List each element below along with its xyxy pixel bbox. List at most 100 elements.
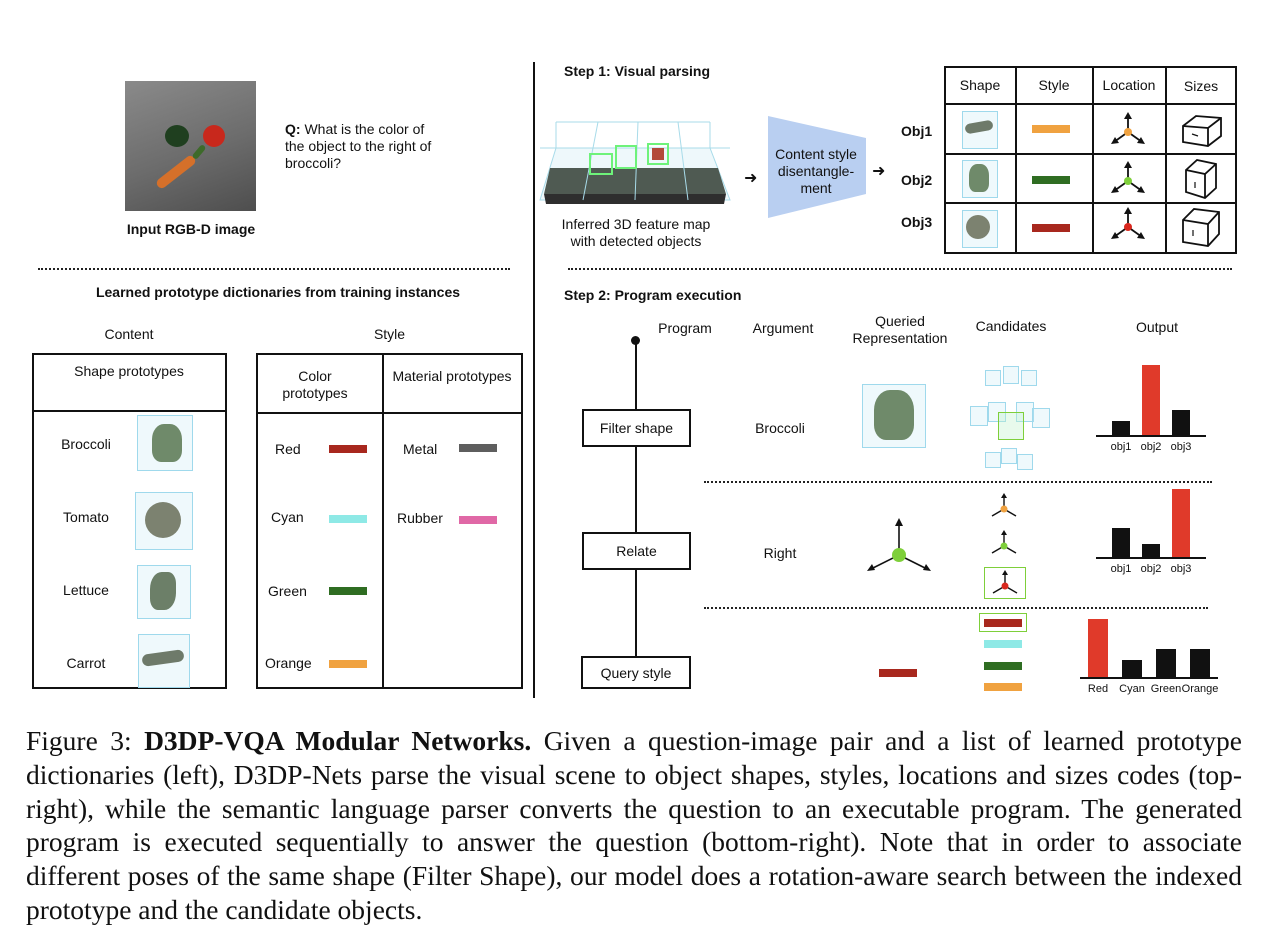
material-prototypes-header: Material prototypes	[392, 368, 512, 384]
header-style: Style	[1038, 77, 1070, 93]
chart-axis	[1096, 557, 1206, 559]
tomato-prototype-icon	[145, 502, 181, 538]
header-program: Program	[658, 320, 712, 336]
color-swatch-cyan	[329, 515, 367, 523]
step2-title: Step 2: Program execution	[564, 287, 742, 303]
obj1-location-icon	[1111, 112, 1145, 144]
panel-divider	[533, 62, 535, 698]
object-code-table	[944, 66, 1237, 254]
style-table-divider	[382, 353, 384, 689]
object-table-row2-line	[944, 202, 1237, 204]
obj2-style-swatch	[1032, 176, 1070, 184]
color-swatch-orange	[329, 660, 367, 668]
candidate-location-obj2	[991, 530, 1017, 554]
color-swatch-green	[329, 587, 367, 595]
chart-axis	[1080, 677, 1218, 679]
obj2-shape-icon	[969, 164, 989, 192]
queried-broccoli-icon	[874, 390, 914, 440]
obj3-shape-icon	[966, 215, 990, 239]
tomato-object	[203, 125, 225, 147]
color-prototypes-header: Color prototypes	[282, 368, 348, 401]
dictionaries-title: Learned prototype dictionaries from trai…	[95, 284, 461, 300]
header-queried-representation: Queried Representation	[852, 313, 948, 346]
carrot-leaves	[191, 143, 207, 161]
feature-map-caption: Inferred 3D feature map with detected ob…	[561, 216, 711, 249]
style-prototype-table	[256, 353, 523, 689]
obj1-label: Obj1	[901, 123, 933, 139]
candidate-tomato-cluster	[985, 448, 1035, 472]
shape-prototypes-header: Shape prototypes	[74, 363, 184, 379]
chart-axis	[1096, 435, 1206, 437]
obj1-size-icon	[1182, 115, 1222, 147]
bar-obj3	[1172, 489, 1190, 557]
caption-figure-title: D3DP-VQA Modular Networks.	[144, 725, 532, 756]
program-query-style: Query style	[581, 656, 691, 689]
header-candidates: Candidates	[975, 318, 1047, 334]
bar-obj1	[1112, 528, 1130, 557]
candidate-location-obj3	[992, 570, 1018, 594]
question-text: What is the color of the object to the r…	[285, 121, 432, 171]
disentangle-label: Content style disentangle- ment	[775, 146, 857, 196]
shape-name-carrot: Carrot	[66, 655, 106, 671]
feature-map-graphic	[539, 121, 731, 204]
shape-name-tomato: Tomato	[63, 509, 109, 525]
candidate-style-highlight	[979, 613, 1027, 632]
bar-label-obj3: obj3	[1170, 563, 1192, 575]
header-argument: Argument	[752, 320, 814, 336]
bar-obj2	[1142, 365, 1160, 435]
content-label: Content	[104, 326, 154, 342]
queried-relation-icon	[867, 518, 931, 571]
program-spine	[635, 343, 637, 659]
bar-obj2	[1142, 544, 1160, 557]
object-table-col2-line	[1092, 66, 1094, 254]
color-name-orange: Orange	[265, 655, 312, 671]
argument-right: Right	[763, 545, 797, 561]
bar-label-obj2: obj2	[1140, 441, 1162, 453]
style-label: Style	[373, 326, 406, 342]
caption-figure-label: Figure 3:	[26, 725, 132, 756]
bar-label-obj1: obj1	[1110, 441, 1132, 453]
bar-label-obj1: obj1	[1110, 563, 1132, 575]
obj2-size-icon	[1185, 159, 1217, 200]
bar-obj1	[1112, 421, 1130, 435]
question: Q: What is the color of the object to th…	[285, 121, 445, 172]
input-image-label: Input RGB-D image	[126, 221, 256, 237]
candidate-location-obj3-highlight	[984, 567, 1026, 599]
bar-red	[1088, 619, 1108, 677]
question-prefix: Q:	[285, 121, 301, 137]
bar-label-obj2: obj2	[1140, 563, 1162, 575]
left-separator	[38, 268, 510, 270]
obj3-size-icon	[1182, 208, 1220, 247]
bar-label-orange: Orange	[1181, 683, 1219, 695]
bar-label-red: Red	[1087, 683, 1109, 695]
object-table-col1-line	[1015, 66, 1017, 254]
arrow-to-disentangle: ➜	[744, 170, 758, 187]
color-swatch-red	[329, 445, 367, 453]
broccoli-object	[165, 125, 189, 147]
shape-prototype-table	[32, 353, 227, 689]
candidate-swatch-cyan	[984, 640, 1022, 648]
obj3-location-icon	[1111, 207, 1145, 239]
queried-style-swatch	[879, 669, 917, 677]
bar-label-cyan: Cyan	[1119, 683, 1145, 695]
carrot-object	[154, 153, 198, 191]
style-table-header-line	[256, 412, 523, 414]
lettuce-prototype-icon	[150, 572, 176, 610]
bar-green	[1156, 649, 1176, 677]
candidate-swatch-green	[984, 662, 1022, 670]
obj3-label: Obj3	[901, 214, 933, 230]
color-name-green: Green	[268, 583, 307, 599]
header-sizes: Sizes	[1183, 78, 1219, 94]
figure-caption: Figure 3: D3DP-VQA Modular Networks. Giv…	[26, 724, 1242, 927]
header-location: Location	[1102, 77, 1156, 93]
candidate-location-obj1	[991, 493, 1017, 517]
object-table-col3-line	[1165, 66, 1167, 254]
right-separator	[568, 268, 1232, 270]
bar-label-obj3: obj3	[1170, 441, 1192, 453]
material-name-rubber: Rubber	[397, 510, 443, 526]
object-table-row1-line	[944, 153, 1237, 155]
header-shape: Shape	[959, 77, 1001, 93]
shape-name-broccoli: Broccoli	[61, 436, 111, 452]
color-name-cyan: Cyan	[271, 509, 304, 525]
